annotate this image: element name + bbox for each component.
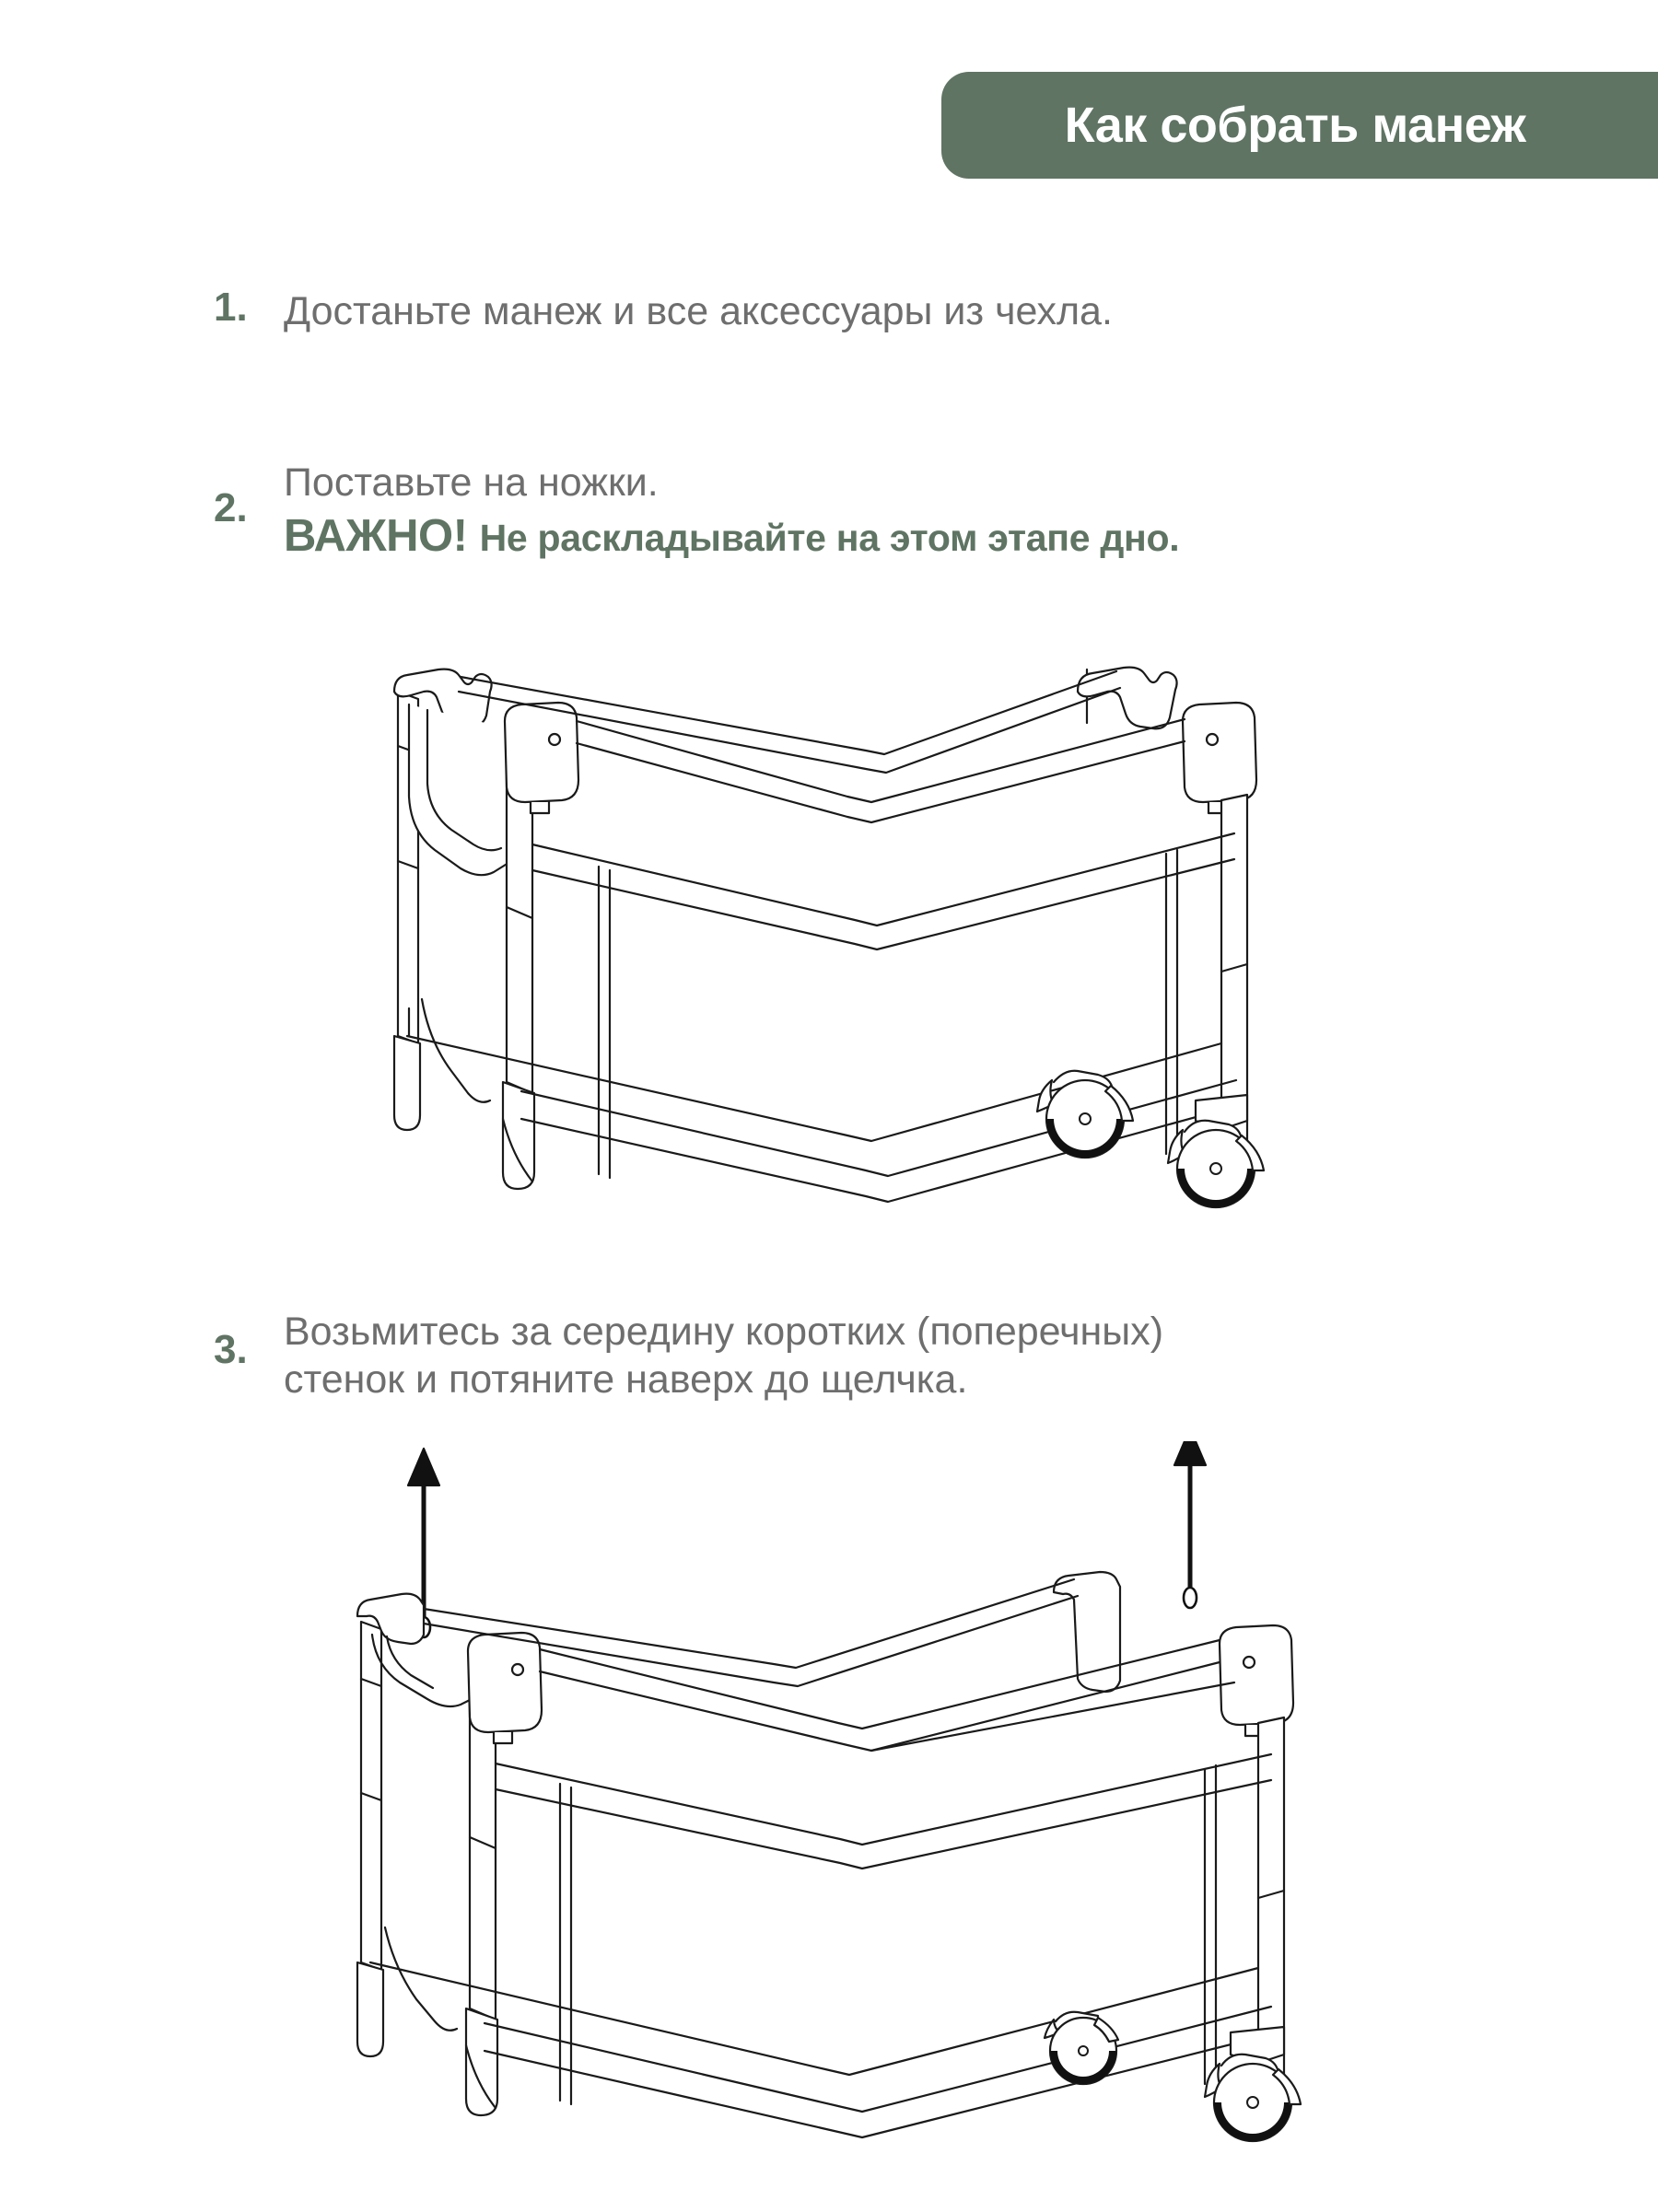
frame-leg-front-left bbox=[464, 2007, 499, 2117]
caster-wheel-rear-right bbox=[1043, 2010, 1120, 2086]
corner-hub-front-left bbox=[466, 1631, 543, 1745]
corner-cap-rear-right bbox=[1076, 666, 1178, 730]
inner-support-right bbox=[1164, 848, 1179, 1156]
step-text-3-line-1: Возьмитесь за середину коротких (попереч… bbox=[284, 1310, 1164, 1354]
inner-support-right bbox=[1203, 1764, 1218, 2086]
bottom-rail-front bbox=[520, 1078, 1238, 1204]
corner-hub-front-left bbox=[503, 701, 580, 815]
page-title: Как собрать манеж bbox=[1064, 98, 1526, 153]
frame-leg-rear-left bbox=[356, 1961, 385, 2058]
step-item-3: 3. Возьмитесь за середину коротких (попе… bbox=[214, 1308, 1522, 1404]
step-number-2: 2. bbox=[214, 485, 248, 530]
step-item-2: 2. Поставьте на ножки. ВАЖНО! Не расклад… bbox=[214, 459, 1595, 562]
important-label: ВАЖНО! bbox=[284, 511, 480, 562]
illustration-playpen-frame-folded bbox=[350, 603, 1363, 1248]
corner-cap-rear-left bbox=[392, 668, 493, 728]
folded-side-panel-left bbox=[407, 703, 518, 1103]
folded-side-panel-left bbox=[370, 1633, 477, 2032]
step-text-3-line-2: стенок и потяните наверх до щелчка. bbox=[284, 1357, 968, 1403]
bottom-rail-far bbox=[368, 1961, 1260, 2077]
frame-post-rear-left bbox=[359, 1620, 383, 1972]
mid-rail-front bbox=[531, 832, 1236, 951]
frame-leg-front-left bbox=[501, 1080, 536, 1191]
step-text-2-line-1: Поставьте на ножки. bbox=[284, 460, 659, 505]
header-banner: Как собрать манеж bbox=[941, 72, 1658, 179]
bottom-rail-front bbox=[483, 2005, 1273, 2139]
mid-rail-front bbox=[494, 1752, 1273, 1870]
top-rail-front bbox=[538, 1638, 1236, 1752]
step-body-1: Достаньте манеж и все аксессуары из чехл… bbox=[284, 287, 1522, 335]
important-text: Не раскладывайте на этом этапе дно. bbox=[479, 517, 1180, 560]
step-text-1-line-1: Достаньте манеж и все аксессуары из чехл… bbox=[284, 289, 1113, 333]
step-body-2: Поставьте на ножки. ВАЖНО! Не раскладыва… bbox=[284, 459, 1595, 562]
step-body-3: Возьмитесь за середину коротких (попереч… bbox=[284, 1308, 1522, 1404]
top-rail-far bbox=[422, 1578, 1080, 1688]
step-number-3: 3. bbox=[214, 1327, 248, 1372]
important-notice: ВАЖНО! Не раскладывайте на этом этапе дн… bbox=[284, 510, 1595, 562]
inner-support-left bbox=[558, 1782, 573, 2106]
top-rail-far bbox=[457, 669, 1122, 774]
corner-hub-front-right bbox=[1218, 1624, 1295, 1738]
caster-wheel-front-right bbox=[1203, 2025, 1302, 2143]
frame-leg-rear-left bbox=[392, 1034, 422, 1132]
top-rail-front bbox=[575, 717, 1186, 824]
corner-cap-rear-left bbox=[356, 1592, 426, 1646]
illustration-playpen-frame-pulling-up bbox=[313, 1441, 1345, 2210]
step-item-1: 1. Достаньте манеж и все аксессуары из ч… bbox=[214, 287, 1522, 335]
caster-wheel-front-right bbox=[1166, 1093, 1266, 1209]
caster-wheel-rear-right bbox=[1035, 1069, 1135, 1159]
up-arrow-right bbox=[1173, 1441, 1208, 1610]
step-number-1: 1. bbox=[214, 285, 248, 330]
inner-support-left bbox=[597, 865, 612, 1180]
